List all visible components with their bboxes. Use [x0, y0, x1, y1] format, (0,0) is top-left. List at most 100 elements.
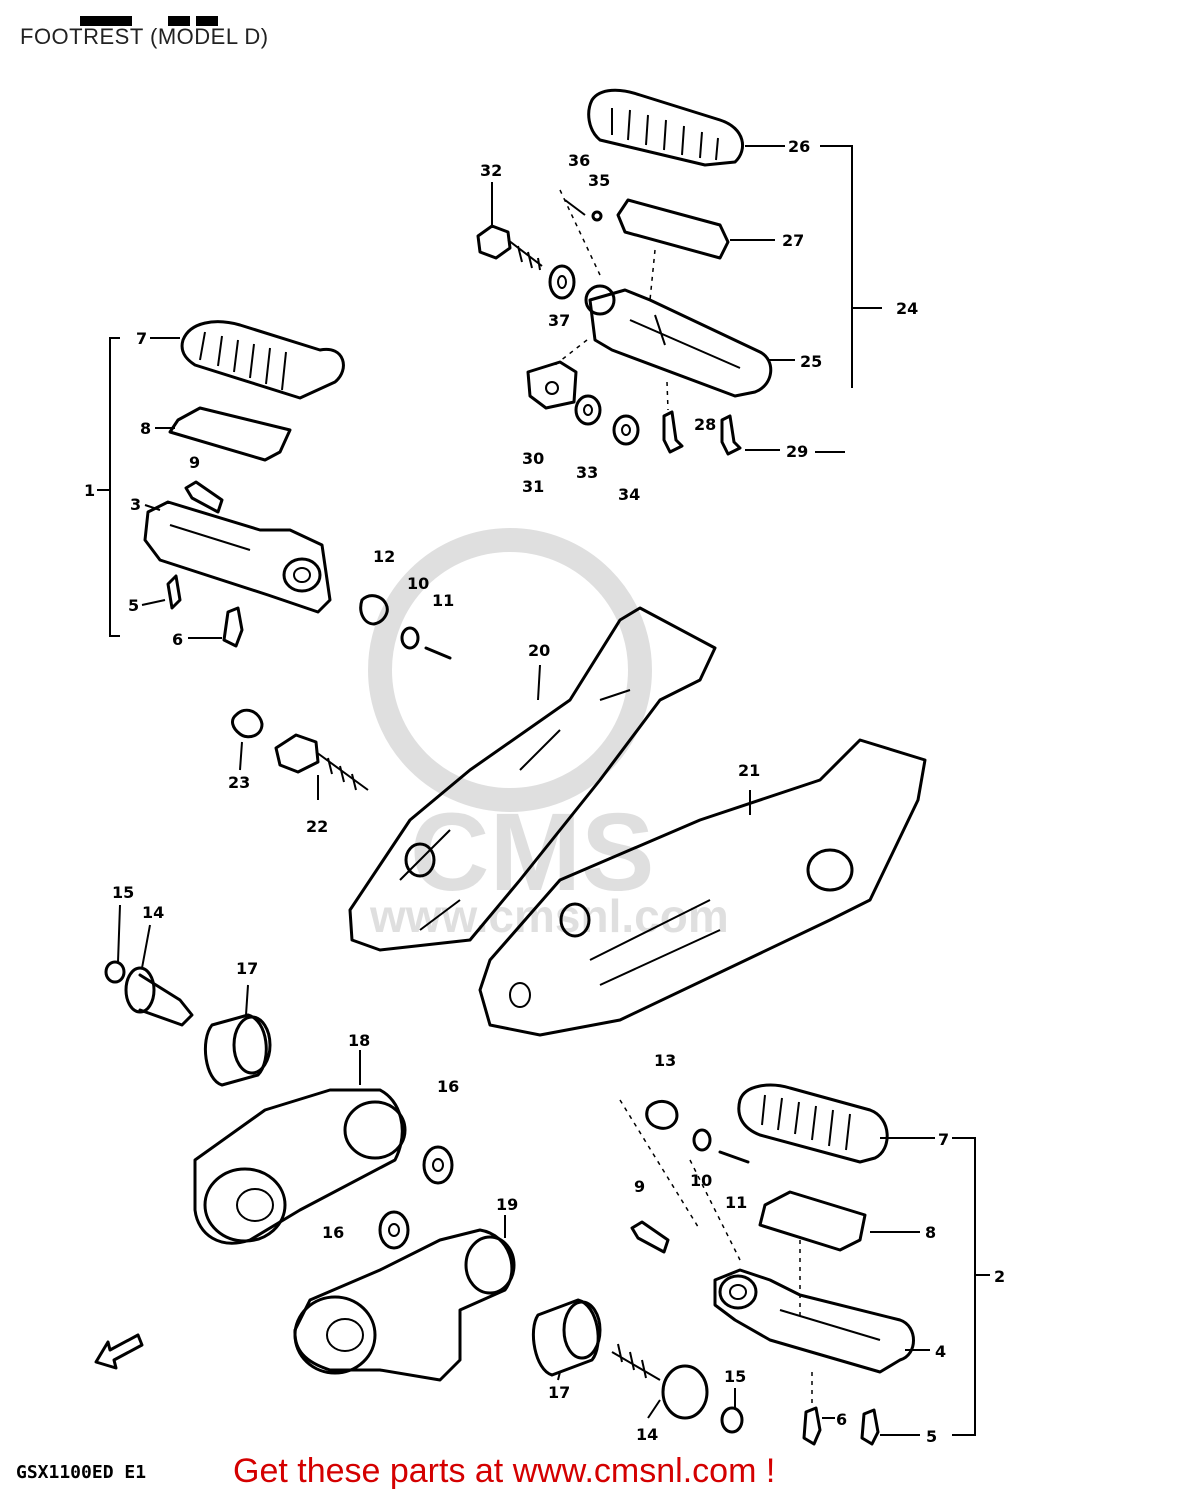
cta-link[interactable]: Get these parts at www.cmsnl.com !	[233, 1452, 776, 1490]
callout-9-left: 9	[189, 453, 200, 472]
footrest-rubber-26[interactable]	[587, 88, 744, 167]
callout-23: 23	[228, 773, 250, 792]
linkage-arm-18[interactable]	[193, 1088, 407, 1245]
footrest-bracket-3[interactable]	[143, 500, 332, 614]
callout-1: 1	[84, 481, 95, 500]
leaders-lower-right	[504, 1215, 736, 1419]
washer-33[interactable]	[574, 394, 602, 426]
callout-30: 30	[522, 449, 544, 468]
callout-4: 4	[935, 1342, 946, 1361]
pin-9-right[interactable]	[630, 1220, 670, 1254]
callout-8-left: 8	[140, 419, 151, 438]
footrest-frame-bracket-20[interactable]	[348, 606, 717, 952]
spring-12[interactable]	[359, 594, 389, 626]
pin-9-left[interactable]	[184, 480, 224, 514]
callout-26: 26	[788, 137, 810, 156]
shaft-14-left[interactable]	[124, 966, 194, 1027]
callout-27: 27	[782, 231, 804, 250]
washer-10-right[interactable]	[692, 1128, 712, 1152]
washer-16-lower[interactable]	[378, 1210, 410, 1250]
callout-14-right: 14	[636, 1425, 658, 1444]
callout-31: 31	[522, 477, 544, 496]
callout-11-right: 11	[725, 1193, 747, 1212]
callout-35: 35	[588, 171, 610, 190]
footrest-plate-27[interactable]	[616, 198, 730, 260]
callout-10-left: 10	[407, 574, 429, 593]
callout-14-left: 14	[142, 903, 164, 922]
callout-17-upper: 17	[236, 959, 258, 978]
callout-9-right: 9	[634, 1177, 645, 1196]
footrest-plate-8-right[interactable]	[758, 1190, 867, 1252]
callout-37: 37	[548, 311, 570, 330]
leaders-lower-left	[117, 904, 361, 1085]
bushing-17-lower[interactable]	[531, 1298, 602, 1377]
callout-15-left: 15	[112, 883, 134, 902]
washer-37[interactable]	[548, 264, 576, 300]
svg-text:www.cmsnl.com: www.cmsnl.com	[369, 890, 729, 940]
spring-36[interactable]	[564, 199, 586, 216]
callout-15-right: 15	[724, 1367, 746, 1386]
washer-16-upper[interactable]	[422, 1145, 454, 1185]
pin-11-right[interactable]	[718, 1150, 750, 1164]
callout-24: 24	[896, 299, 918, 318]
leader-29	[745, 449, 845, 453]
callout-labels: 1 2 3 4 5 5 6 6 7 7 8 8 9 9 10 10 11 11 …	[84, 137, 1005, 1446]
washer-10-left[interactable]	[400, 626, 420, 650]
footrest-bracket-25[interactable]	[584, 284, 773, 398]
callout-16-upper: 16	[437, 1077, 459, 1096]
washer-15-right[interactable]	[720, 1406, 744, 1434]
retaining-ring-23[interactable]	[231, 708, 264, 739]
bolt-6-left[interactable]	[222, 606, 244, 648]
watermark-logo: CMS www.cmsnl.com	[368, 528, 729, 940]
callout-29: 29	[786, 442, 808, 461]
group-bracket-24	[820, 145, 853, 388]
group-bracket-1	[109, 337, 120, 637]
callout-28: 28	[694, 415, 716, 434]
callout-12: 12	[373, 547, 395, 566]
bushing-17-upper[interactable]	[203, 1013, 272, 1087]
ball-35[interactable]	[591, 210, 603, 222]
mounting-bolt-22[interactable]	[274, 733, 369, 791]
callout-20: 20	[528, 641, 550, 660]
model-code: GSX1100ED E1	[16, 1462, 147, 1483]
linkage-arm-19[interactable]	[293, 1228, 516, 1382]
footrest-rubber-7-right[interactable]	[737, 1083, 889, 1164]
plate-30[interactable]	[526, 360, 578, 410]
bolt-5-left[interactable]	[166, 574, 182, 610]
callout-22: 22	[306, 817, 328, 836]
callout-33: 33	[576, 463, 598, 482]
nut-34[interactable]	[612, 414, 640, 446]
callout-17-lower: 17	[548, 1383, 570, 1402]
callout-7-left: 7	[136, 329, 147, 348]
callout-32: 32	[480, 161, 502, 180]
pivot-bolt-32[interactable]	[476, 224, 543, 271]
shaft-14-right[interactable]	[611, 1343, 709, 1420]
bolt-5-right[interactable]	[860, 1408, 880, 1446]
spring-13[interactable]	[645, 1100, 679, 1130]
bolt-29[interactable]	[720, 414, 742, 456]
footrest-frame-bracket-21[interactable]	[478, 738, 927, 1037]
group-bracket-2	[880, 1137, 976, 1436]
callout-16-lower: 16	[322, 1223, 344, 1242]
callout-34: 34	[618, 485, 640, 504]
callout-21: 21	[738, 761, 760, 780]
leader-3	[144, 504, 161, 511]
callout-11-left: 11	[432, 591, 454, 610]
callout-13: 13	[654, 1051, 676, 1070]
leaders-middle	[239, 664, 751, 815]
washer-15-left[interactable]	[104, 960, 126, 984]
bolt-6-right[interactable]	[802, 1406, 822, 1446]
pin-11-left[interactable]	[424, 646, 452, 660]
callout-10-right: 10	[690, 1171, 712, 1190]
footrest-bracket-4[interactable]	[713, 1268, 915, 1374]
callout-6-right: 6	[836, 1410, 847, 1429]
footrest-rubber-7-left[interactable]	[180, 320, 345, 400]
bolt-28[interactable]	[662, 410, 684, 454]
callout-19: 19	[496, 1195, 518, 1214]
callout-6-left: 6	[172, 630, 183, 649]
callout-5-right: 5	[926, 1427, 937, 1446]
header-marks	[80, 14, 220, 33]
svg-text:CMS: CMS	[410, 791, 654, 914]
footrest-plate-8-left[interactable]	[168, 406, 292, 462]
